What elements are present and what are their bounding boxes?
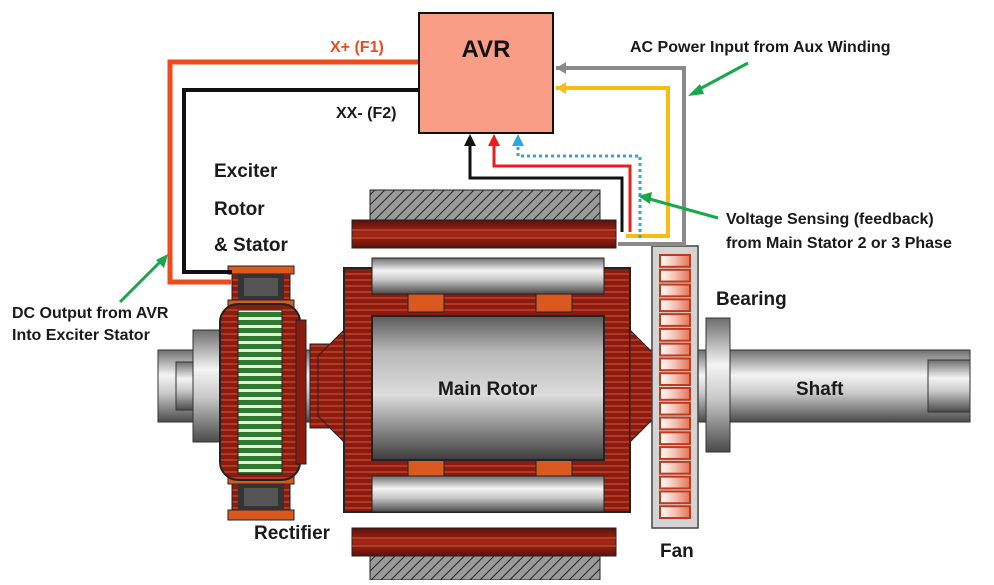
fan-blade [659, 372, 691, 387]
callout-arrows [118, 61, 749, 304]
fan-blade [659, 490, 691, 505]
fan-blade [659, 283, 691, 298]
fan-blade [659, 505, 691, 520]
avr-box: AVR [418, 12, 554, 134]
fan-blade [659, 327, 691, 342]
voltage-sensing-callout-line2: from Main Stator 2 or 3 Phase [726, 235, 952, 252]
main-rotor-core [371, 315, 605, 461]
sensing-wires [464, 134, 642, 238]
ac-power-callout: AC Power Input from Aux Winding [630, 39, 891, 56]
dc-output-callout-line2: Into Exciter Stator [12, 327, 150, 344]
fan-blade [659, 387, 691, 401]
f2-wire-label: XX- (F2) [336, 105, 397, 122]
main-rotor-pole-bottom [371, 457, 605, 513]
fan-blade [659, 460, 691, 475]
main-rotor-label: Main Rotor [438, 379, 538, 400]
exciter-label-line3: & Stator [214, 235, 288, 256]
f1-wire-label: X+ (F1) [330, 39, 384, 56]
fan-blade [659, 431, 691, 446]
fan-blade [659, 357, 691, 372]
fan-label: Fan [660, 541, 694, 562]
voltage-sensing-callout-line1: Voltage Sensing (feedback) [726, 211, 934, 228]
main-stator-top [351, 189, 617, 249]
fan [651, 245, 699, 529]
fan-blade [659, 268, 691, 283]
fan-blade [659, 313, 691, 327]
exciter-stator-assembly [227, 265, 295, 521]
left-bearing [192, 329, 222, 443]
dc-output-callout-line1: DC Output from AVR [12, 305, 169, 322]
fan-blade [659, 416, 691, 431]
rectifier-label: Rectifier [254, 523, 331, 544]
fan-blade [659, 446, 691, 460]
fan-blade [659, 401, 691, 416]
shaft-label: Shaft [796, 379, 844, 400]
exciter-rotor [219, 303, 307, 481]
main-rotor-pole-top [371, 257, 605, 313]
right-bearing [705, 317, 731, 453]
ac-power-wires [556, 62, 686, 246]
exciter-label-line1: Exciter [214, 161, 278, 182]
fan-blade [659, 342, 691, 357]
fan-blade [659, 298, 691, 313]
field-wires [167, 59, 418, 285]
fan-blade [659, 254, 691, 268]
bearing-label: Bearing [716, 289, 787, 310]
fan-blade [659, 475, 691, 490]
avr-label: AVR [461, 36, 511, 63]
exciter-label-line2: Rotor [214, 199, 265, 220]
main-stator-bottom [351, 527, 617, 581]
